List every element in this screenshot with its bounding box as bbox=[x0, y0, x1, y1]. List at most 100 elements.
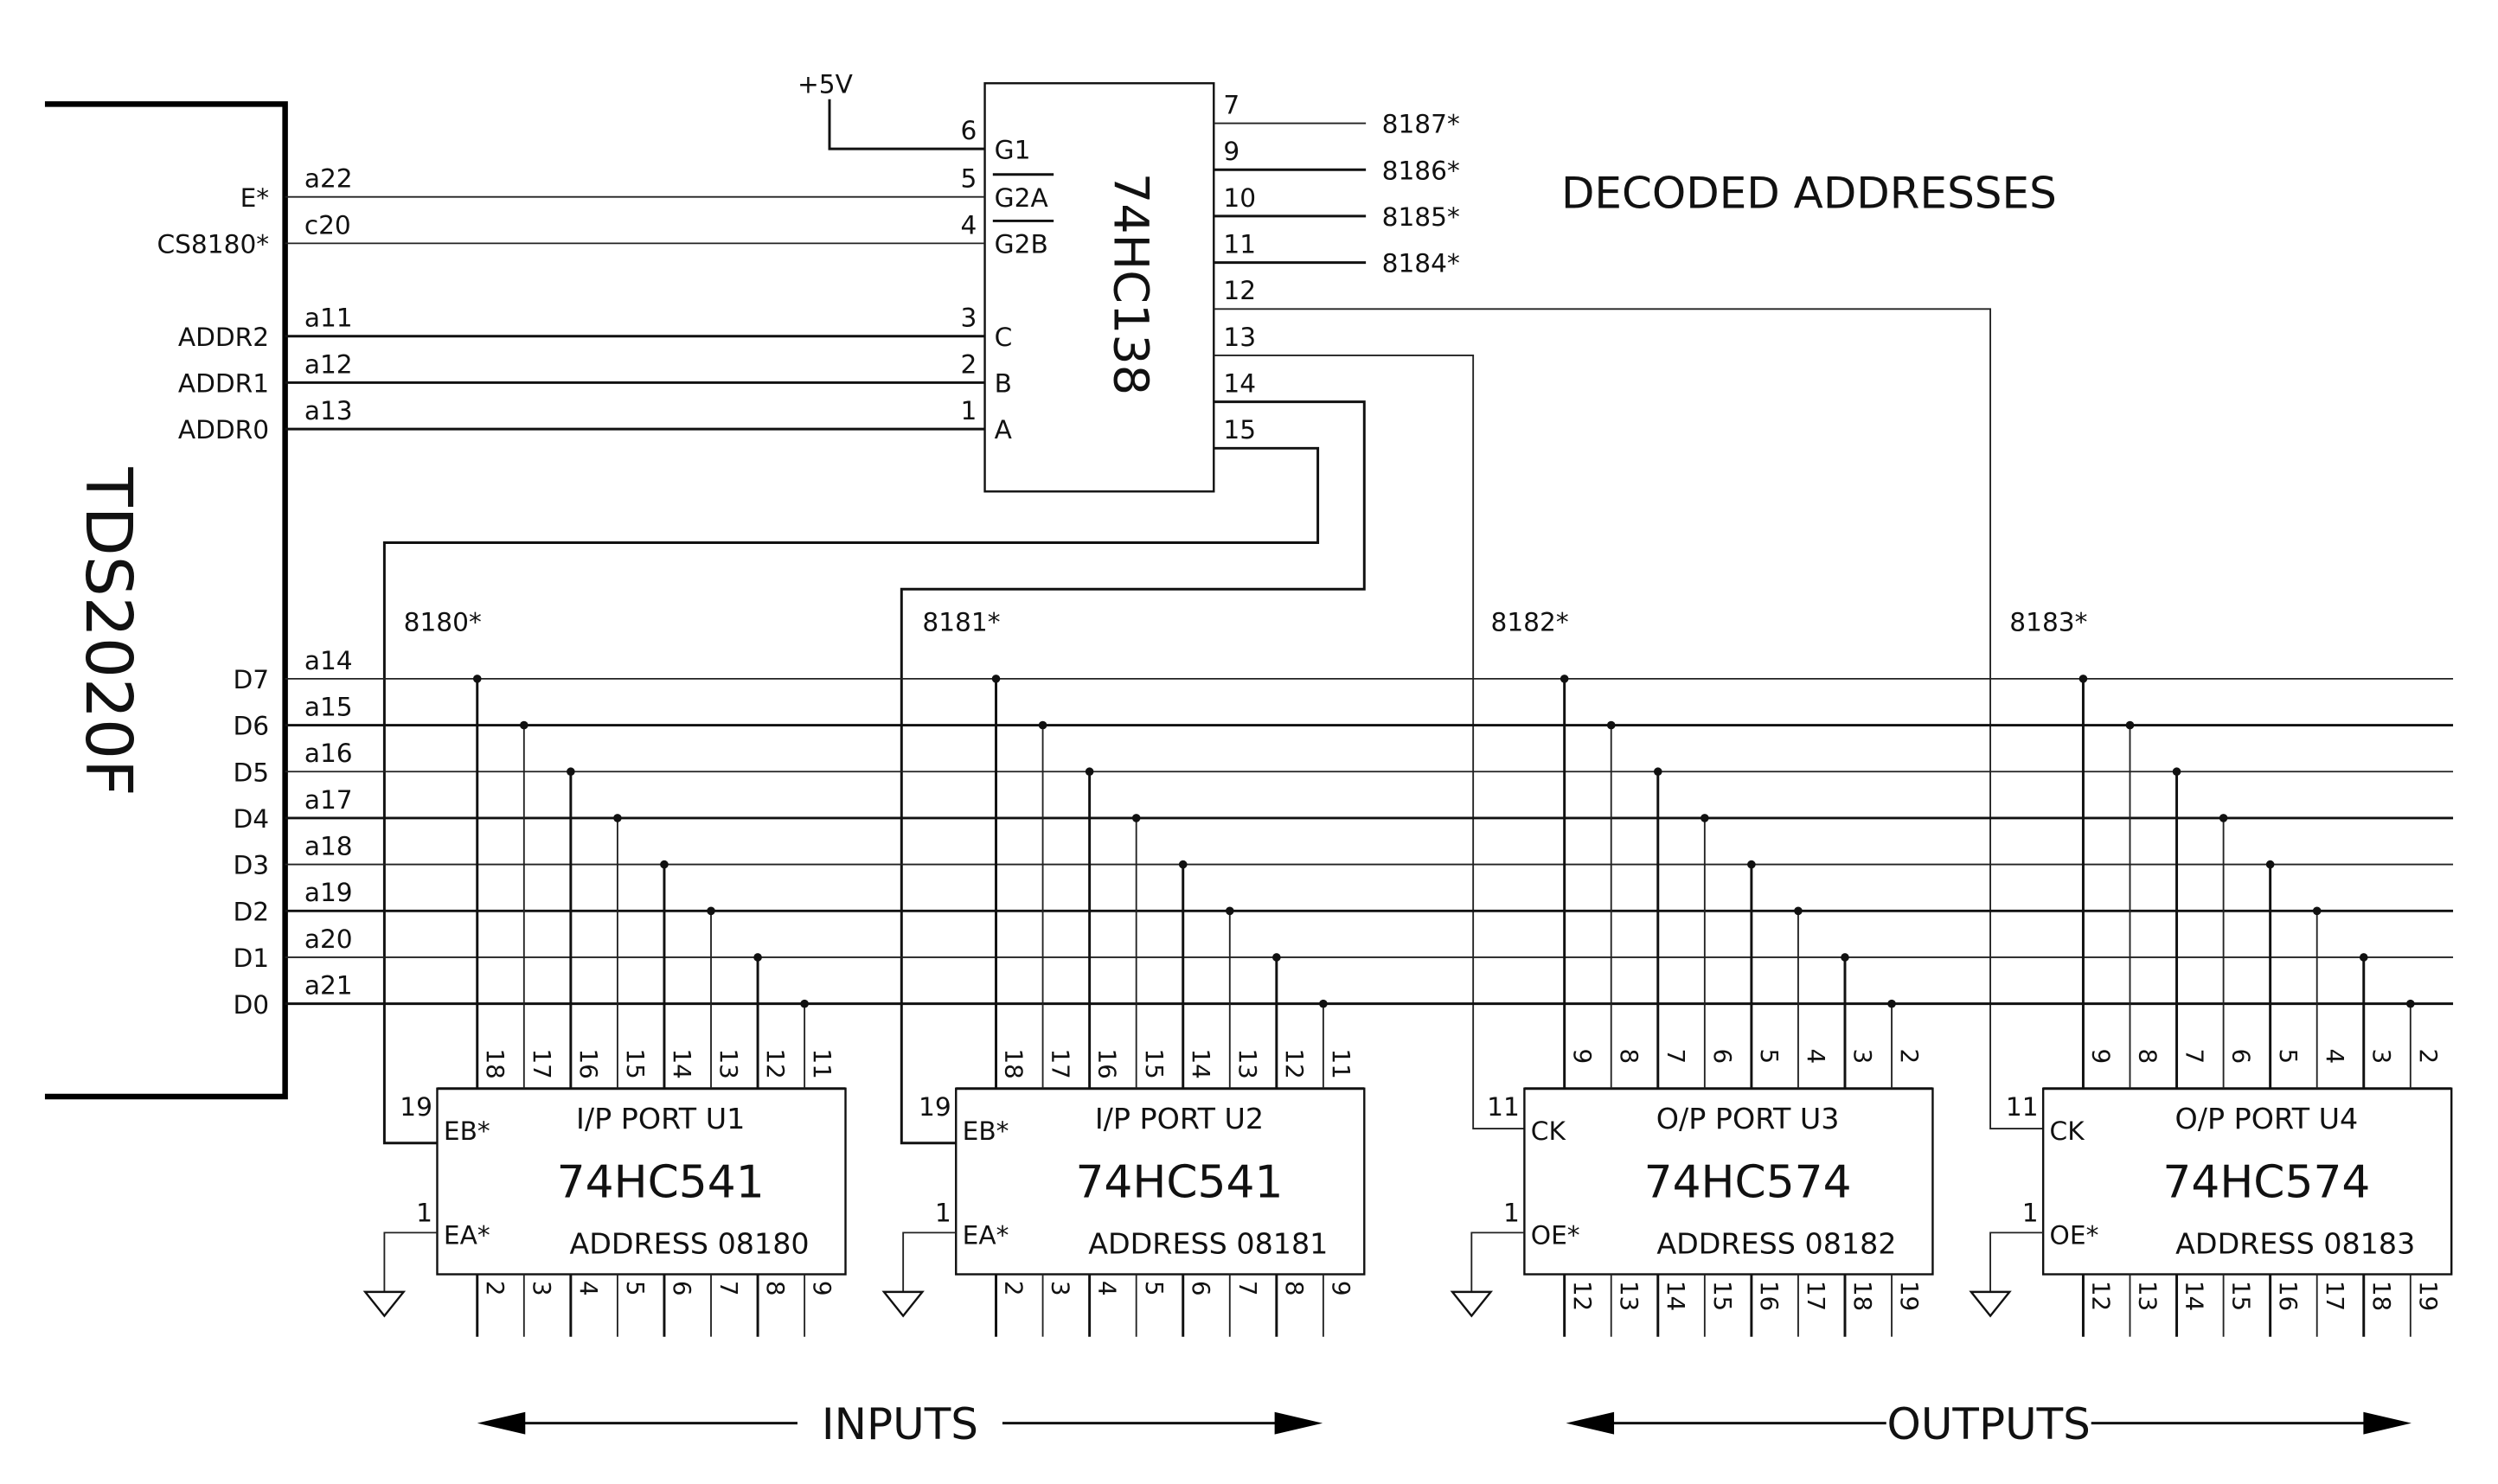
data-bus-label: D1 bbox=[233, 943, 269, 973]
port-top-pin-number: 13 bbox=[714, 1048, 743, 1078]
port-top-pin-number: 3 bbox=[2367, 1048, 2396, 1064]
decoder-output-pin: 14 bbox=[1223, 369, 1256, 399]
port-bottom-pin-number: 14 bbox=[1662, 1281, 1690, 1311]
port-bottom-pin-number: 6 bbox=[1187, 1281, 1215, 1296]
port-bottom-pin-number: 2 bbox=[1000, 1281, 1028, 1296]
port-bottom-pin-number: 13 bbox=[1615, 1281, 1643, 1311]
connector-pin: a13 bbox=[304, 396, 353, 425]
connector-pin: a21 bbox=[304, 971, 353, 1001]
ground-wire bbox=[1989, 1231, 2044, 1292]
port-top-pin-number: 4 bbox=[2321, 1048, 2349, 1064]
select-wire-8181 bbox=[900, 400, 1366, 1145]
port-bottom-pin-number: 19 bbox=[1895, 1281, 1924, 1311]
port-title: O/P PORT U4 bbox=[2175, 1102, 2359, 1135]
port-address: ADDRESS 08182 bbox=[1656, 1226, 1896, 1260]
junction-dot bbox=[2359, 953, 2368, 962]
decoded-addresses-title: DECODED ADDRESSES bbox=[1561, 169, 2057, 219]
port-bottom-pin-number: 17 bbox=[1802, 1281, 1830, 1311]
port-title: O/P PORT U3 bbox=[1656, 1102, 1840, 1135]
enable-label: OE* bbox=[2050, 1220, 2099, 1250]
signal-label: ADDR1 bbox=[178, 369, 269, 399]
junction-dot bbox=[1560, 675, 1569, 683]
port-bottom-pin-number: 7 bbox=[1233, 1281, 1262, 1296]
data-bus-label: D7 bbox=[233, 665, 269, 694]
outputs-arrow-right-arrowhead-icon bbox=[2363, 1411, 2412, 1435]
decoder-pin-number: 1 bbox=[960, 396, 977, 425]
ground-icon bbox=[1969, 1290, 2012, 1318]
port-address: ADDRESS 08183 bbox=[2175, 1226, 2415, 1260]
port-chip bbox=[2041, 1087, 2453, 1276]
enable-pin-number: 1 bbox=[416, 1198, 432, 1227]
port-top-pin-number: 5 bbox=[1755, 1048, 1784, 1064]
port-top-pin-number: 14 bbox=[1187, 1048, 1215, 1078]
enable-label: EA* bbox=[444, 1220, 490, 1250]
junction-dot bbox=[1038, 720, 1047, 730]
port-top-pin-number: 18 bbox=[1000, 1048, 1028, 1078]
decoder-input-label: C bbox=[995, 323, 1013, 352]
port-top-pin-number: 4 bbox=[1802, 1048, 1830, 1064]
junction-dot bbox=[1701, 814, 1709, 822]
port-top-pin-number: 3 bbox=[1848, 1048, 1877, 1064]
port-bottom-pin-number: 7 bbox=[714, 1281, 743, 1296]
junction-dot bbox=[613, 814, 622, 822]
data-bus-label: D0 bbox=[233, 990, 269, 1020]
connector-pin: a17 bbox=[304, 785, 353, 815]
port-select-label: 8180* bbox=[404, 607, 482, 636]
enable-label: CK bbox=[2050, 1116, 2086, 1146]
port-top-pin-number: 14 bbox=[668, 1048, 696, 1078]
junction-dot bbox=[2125, 720, 2135, 730]
ground-icon bbox=[1450, 1290, 1494, 1318]
signal-label: ADDR2 bbox=[178, 323, 269, 352]
port-bottom-pin-number: 12 bbox=[1568, 1281, 1597, 1311]
enable-pin-number: 1 bbox=[935, 1198, 951, 1227]
junction-dot bbox=[1178, 860, 1188, 869]
port-top-pin-number: 6 bbox=[1708, 1048, 1737, 1064]
port-top-pin-number: 15 bbox=[621, 1048, 650, 1078]
decoder-input-label: G2B bbox=[995, 229, 1048, 259]
ground-wire bbox=[383, 1231, 438, 1292]
signal-label: ADDR0 bbox=[178, 415, 269, 445]
connector-outline bbox=[44, 101, 288, 1100]
port-bottom-pin-number: 16 bbox=[2274, 1281, 2303, 1311]
decoded-address-label: 8187* bbox=[1382, 110, 1460, 139]
port-top-pin-number: 9 bbox=[1568, 1048, 1597, 1064]
port-select-label: 8182* bbox=[1491, 607, 1569, 636]
enable-label: CK bbox=[1531, 1116, 1567, 1146]
junction-dot bbox=[2405, 999, 2415, 1008]
junction-dot bbox=[472, 675, 482, 683]
port-chip bbox=[1523, 1087, 1934, 1276]
junction-dot bbox=[1606, 720, 1616, 730]
port-top-pin-number: 5 bbox=[2274, 1048, 2303, 1064]
connector-pin: a16 bbox=[304, 739, 353, 768]
port-bottom-pin-number: 6 bbox=[668, 1281, 696, 1296]
decoded-address-label: 8186* bbox=[1382, 156, 1460, 185]
port-bottom-pin-number: 14 bbox=[2181, 1281, 2209, 1311]
enable-pin-number: 19 bbox=[400, 1092, 432, 1122]
enable-pin-number: 19 bbox=[919, 1092, 951, 1122]
ground-wire bbox=[1470, 1231, 1525, 1292]
junction-dot bbox=[707, 906, 715, 916]
data-bus-label: D4 bbox=[233, 804, 269, 834]
port-address: ADDRESS 08181 bbox=[1088, 1226, 1328, 1260]
enable-pin-number: 1 bbox=[1503, 1198, 1520, 1227]
inputs-arrow-right-arrowhead-icon bbox=[1274, 1411, 1323, 1435]
decoded-address-label: 8184* bbox=[1382, 249, 1460, 278]
decoder-pin-number: 3 bbox=[960, 304, 977, 333]
connector-pin: c20 bbox=[304, 210, 351, 240]
junction-dot bbox=[991, 675, 1001, 683]
junction-dot bbox=[753, 953, 762, 962]
port-top-pin-number: 16 bbox=[574, 1048, 603, 1078]
decoder-output-pin: 7 bbox=[1223, 90, 1239, 119]
ground-wire bbox=[902, 1231, 957, 1292]
enable-label: EA* bbox=[963, 1220, 1009, 1250]
port-top-pin-number: 7 bbox=[2181, 1048, 2209, 1064]
supply-label: +5V bbox=[797, 69, 854, 99]
enable-label: EB* bbox=[963, 1116, 1009, 1146]
decoder-input-label: G2A bbox=[995, 183, 1049, 213]
port-bottom-pin-number: 15 bbox=[2227, 1281, 2256, 1311]
enable-label: OE* bbox=[1531, 1220, 1580, 1250]
junction-dot bbox=[1131, 814, 1141, 822]
port-bottom-pin-number: 9 bbox=[1327, 1281, 1355, 1296]
decoder-pin-number: 4 bbox=[960, 210, 977, 240]
